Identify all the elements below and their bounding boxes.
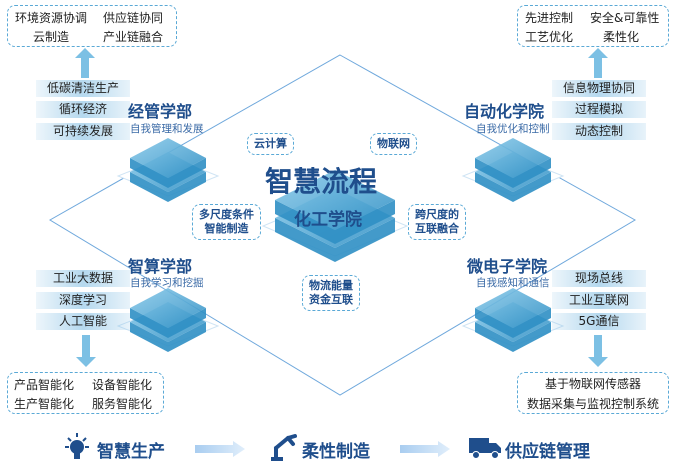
zhisuan-title: 智算学部 <box>128 257 193 276</box>
outcome-item: 先进控制 <box>525 11 574 25</box>
outcome-item: 服务智能化 <box>92 397 153 411</box>
outcome-item: 设备智能化 <box>92 378 153 392</box>
jingguan-subtitle: 自我管理和发展 <box>130 123 204 135</box>
zidonghua-bar: 信息物理协同 <box>552 80 646 97</box>
tag-multiscale: 多尺度条件 智能制造 <box>192 204 261 240</box>
outcome-item: 基于物联网传感器 <box>544 377 641 391</box>
center-title: 智慧流程 <box>265 165 378 198</box>
truck-icon <box>469 438 501 459</box>
outcome-item: 生产智能化 <box>14 397 75 411</box>
tag-logistics: 物流能量 资金互联 <box>302 275 360 311</box>
arrow-down-icon <box>588 335 608 367</box>
zidonghua-title: 自动化学院 <box>464 102 545 121</box>
jingguan-title: 经管学部 <box>128 102 193 121</box>
tag-crossscale: 跨尺度的 互联融合 <box>408 204 466 240</box>
arrow-up-icon <box>588 48 608 78</box>
footer-label: 柔性制造 <box>302 442 370 462</box>
outcome-item: 供应链协同 <box>103 11 164 25</box>
weidianzi-title: 微电子学院 <box>467 257 548 276</box>
jingguan-bar: 低碳清洁生产 <box>36 80 130 97</box>
zhisuan-bar: 深度学习 <box>36 292 130 309</box>
zhisuan-outcome-box: 产品智能化 设备智能化 生产智能化 服务智能化 <box>7 372 164 414</box>
outcome-item: 柔性化 <box>603 30 640 44</box>
weidianzi-bar: 现场总线 <box>552 270 646 287</box>
weidianzi-outcome-box: 基于物联网传感器 数据采集与监视控制系统 <box>517 372 669 414</box>
arrow-up-icon <box>75 48 95 78</box>
zhisuan-bar: 人工智能 <box>36 313 130 330</box>
outcome-item: 安全&可靠性 <box>590 11 660 25</box>
tag-cloud-computing: 云计算 <box>247 133 294 155</box>
outcome-item: 数据采集与监视控制系统 <box>526 397 659 411</box>
arrow-right-icon <box>195 441 245 457</box>
outcome-item: 云制造 <box>33 30 70 44</box>
outcome-item: 工艺优化 <box>525 30 574 44</box>
lightbulb-icon <box>65 433 89 459</box>
footer-label: 智慧生产 <box>97 442 165 462</box>
zidonghua-subtitle: 自我优化和控制 <box>476 123 550 135</box>
zidonghua-bar: 过程模拟 <box>552 101 646 118</box>
weidianzi-bar: 5G通信 <box>552 313 646 330</box>
zidonghua-outcome-box: 先进控制 安全&可靠性 工艺优化 柔性化 <box>517 5 669 47</box>
jingguan-bar: 可持续发展 <box>36 123 130 140</box>
zidonghua-bar: 动态控制 <box>552 123 646 140</box>
footer-label: 供应链管理 <box>505 442 590 462</box>
center-subtitle: 化工学院 <box>294 210 362 230</box>
zhisuan-subtitle: 自我学习和挖掘 <box>130 277 204 289</box>
robot-arm-icon <box>271 434 297 461</box>
arrow-right-icon <box>400 441 450 457</box>
outcome-item: 环境资源协调 <box>15 11 88 25</box>
outcome-item: 产业链融合 <box>103 30 164 44</box>
arrow-down-icon <box>76 335 96 367</box>
weidianzi-bar: 工业互联网 <box>552 292 646 309</box>
weidianzi-subtitle: 自我感知和通信 <box>476 277 550 289</box>
outcome-item: 产品智能化 <box>14 378 75 392</box>
tag-iot: 物联网 <box>370 133 417 155</box>
jingguan-bar: 循环经济 <box>36 101 130 118</box>
jingguan-outcome-box: 环境资源协调 供应链协同 云制造 产业链融合 <box>7 5 177 47</box>
zhisuan-bar: 工业大数据 <box>36 270 130 287</box>
